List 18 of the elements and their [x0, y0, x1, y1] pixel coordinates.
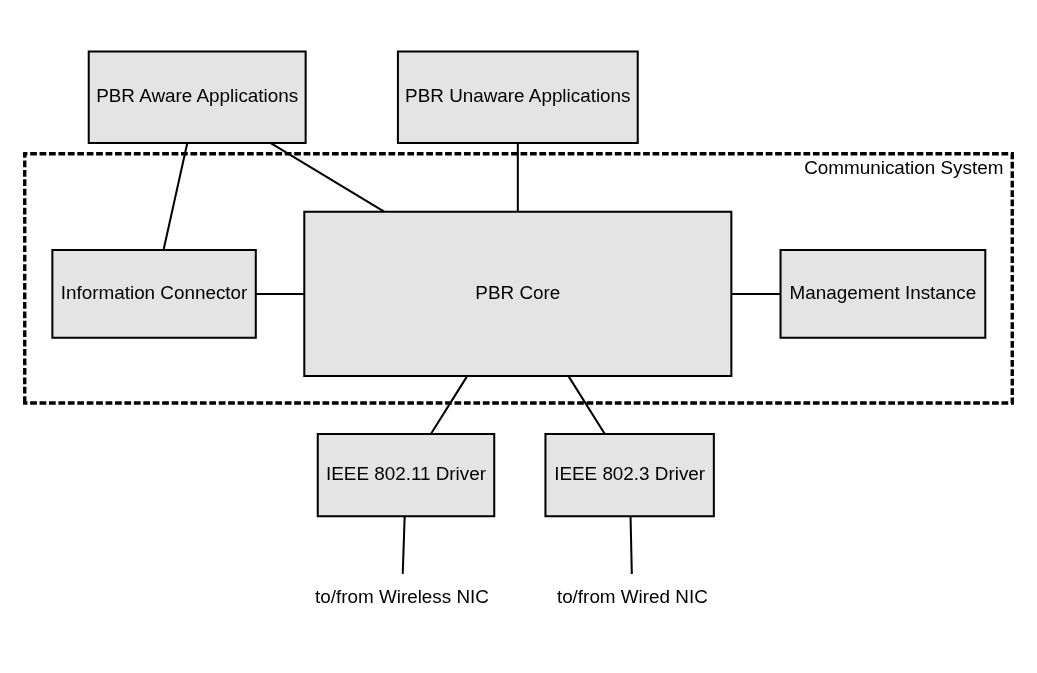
connector: [256, 292, 305, 295]
node-box: Management Instance: [779, 248, 987, 339]
node-box: PBR Core: [303, 210, 733, 377]
node-box: PBR Aware Applications: [87, 49, 307, 144]
connector: [270, 141, 385, 213]
node-box: PBR Unaware Applications: [396, 49, 639, 144]
node-box: IEEE 802.11 Driver: [316, 432, 496, 517]
connector: [629, 516, 633, 574]
connector: [162, 142, 189, 250]
node-text: to/from Wired NIC: [556, 585, 708, 607]
connector: [516, 142, 519, 212]
connector: [567, 375, 606, 434]
connector: [731, 292, 781, 295]
connector: [430, 375, 468, 434]
node-box: IEEE 802.3 Driver: [544, 432, 715, 517]
connector: [401, 516, 406, 574]
node-text: to/from Wireless NIC: [314, 585, 489, 607]
node-box: Information Connector: [51, 248, 257, 339]
